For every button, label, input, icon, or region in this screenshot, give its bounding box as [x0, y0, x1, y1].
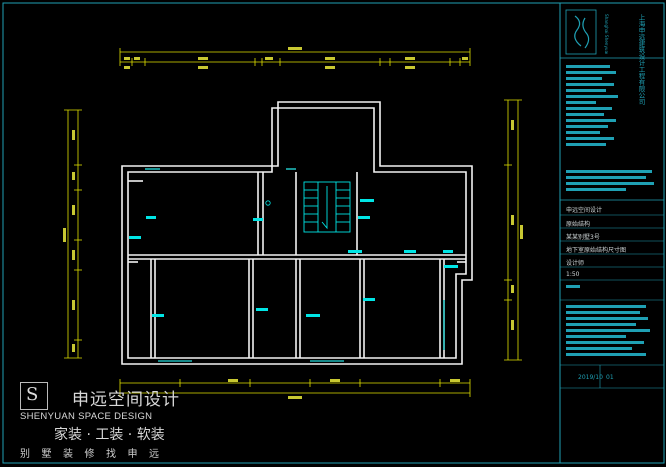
dimension-labels-top	[124, 47, 468, 69]
title-block-project-address: 某某别墅3号	[566, 234, 600, 241]
title-block-date: 2019/10	[578, 374, 603, 381]
title-block-sheet-no: 01	[606, 374, 614, 381]
logo-mark-icon	[574, 15, 590, 49]
dimension-lines-bottom	[119, 379, 471, 397]
brand-services: 家装 · 工装 · 软装	[54, 427, 165, 443]
brand-logo-icon: S	[20, 382, 48, 410]
brand-name-en: SHENYUAN SPACE DESIGN	[20, 411, 153, 422]
window-openings	[145, 168, 445, 362]
title-block-designer: 设计师	[566, 260, 585, 267]
dimension-lines-right	[504, 99, 522, 361]
brand-logo-letter: S	[26, 384, 39, 405]
title-block-logo	[565, 9, 597, 55]
brand-name: 申远空间设计	[72, 390, 180, 410]
title-block-drawing-name: 原始结构	[566, 221, 591, 228]
dimension-lines-left	[64, 109, 82, 359]
dimension-lines-top	[119, 48, 471, 66]
title-block-drawing-title: 地下室原始结构尺寸图	[566, 247, 627, 254]
brand-slogan: 别墅装修找申远	[20, 449, 171, 460]
floor-plan-walls	[121, 101, 473, 365]
room-annotations	[129, 199, 458, 317]
title-block-company-en: Shanghai Shenyuan Architectural Decorati…	[604, 14, 609, 54]
staircase	[303, 181, 351, 233]
dimension-labels-left	[63, 130, 75, 352]
title-block-company: 上海申远建筑设计工程有限公司	[637, 14, 645, 105]
title-block-scale: 1:50	[566, 271, 580, 278]
brand-watermark: S 申远空间设计 SHENYUAN SPACE DESIGN 家装 · 工装 ·…	[20, 380, 220, 467]
dimension-labels-bottom	[228, 379, 460, 399]
dimension-labels-right	[511, 120, 523, 330]
title-block-project-label: 申远空间设计	[566, 207, 603, 214]
title-block-notes	[566, 65, 654, 356]
